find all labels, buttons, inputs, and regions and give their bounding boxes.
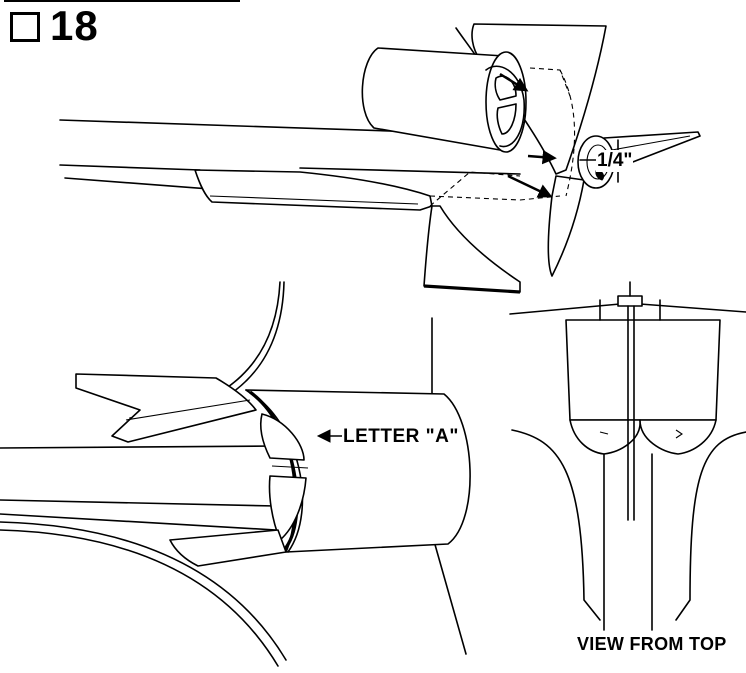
closeup-fuselage-bottom [0, 513, 277, 531]
step-number: 18 [50, 2, 99, 49]
lower-strake [194, 169, 433, 211]
step-checkbox-icon[interactable] [10, 12, 40, 42]
nozzle-rim [485, 65, 525, 148]
nozzle-closeup-view [0, 281, 471, 667]
fuselage-lower-line [59, 164, 201, 171]
dimension-label: 1/4" [596, 150, 634, 172]
ventral-fin-base [423, 284, 521, 294]
top-view-fuselage-left [511, 429, 601, 621]
top-view-wing-left [509, 303, 621, 315]
top-assembly-view [59, 23, 701, 294]
closeup-arc-bottom-2 [0, 529, 279, 667]
letter-a-label: LETTER "A" [342, 426, 460, 448]
stabilizer-edge [611, 135, 691, 151]
top-view-nozzle-body [565, 319, 721, 421]
top-view-antenna-base [617, 295, 643, 307]
placement-arrow-icon-2 [527, 149, 557, 165]
placement-guide-lower [429, 171, 521, 207]
placement-arrow-icon-3 [507, 174, 553, 198]
placement-arrow-icon [499, 72, 529, 92]
nozzle-port-lower [496, 103, 517, 135]
placement-guide-side [559, 69, 576, 197]
header-rule [4, 0, 240, 2]
closeup-arc-bottom [0, 521, 287, 661]
letter-a-arrow-icon [316, 429, 331, 443]
view-from-top-label: VIEW FROM TOP [577, 634, 727, 655]
closeup-strake-edge [125, 399, 251, 421]
top-view-mark-right [675, 429, 683, 439]
closeup-lower-strake [169, 529, 287, 567]
closeup-port-upper [259, 413, 305, 461]
closeup-port-divider [271, 465, 309, 469]
closeup-nozzle-lip [249, 390, 299, 552]
fuselage-mid-line [299, 167, 521, 175]
step-header: 18 [4, 0, 244, 52]
closeup-fuselage-upper [0, 445, 277, 449]
fuselage-upper-line [59, 119, 421, 133]
view-from-top [509, 281, 746, 631]
top-view-wing-right [639, 303, 746, 313]
closeup-fuselage-lower [0, 499, 277, 507]
closeup-strake [75, 373, 257, 443]
placement-guide-bottom [429, 195, 561, 201]
ventral-fin [423, 205, 521, 293]
closeup-vertical-edge-lower [431, 533, 467, 655]
lower-strake-edge [209, 195, 419, 205]
top-view-nozzle-cap-left [569, 419, 641, 455]
top-view-fuselage-right [675, 431, 746, 621]
top-view-mark-left [599, 431, 609, 435]
lower-tail-fin [547, 175, 585, 277]
